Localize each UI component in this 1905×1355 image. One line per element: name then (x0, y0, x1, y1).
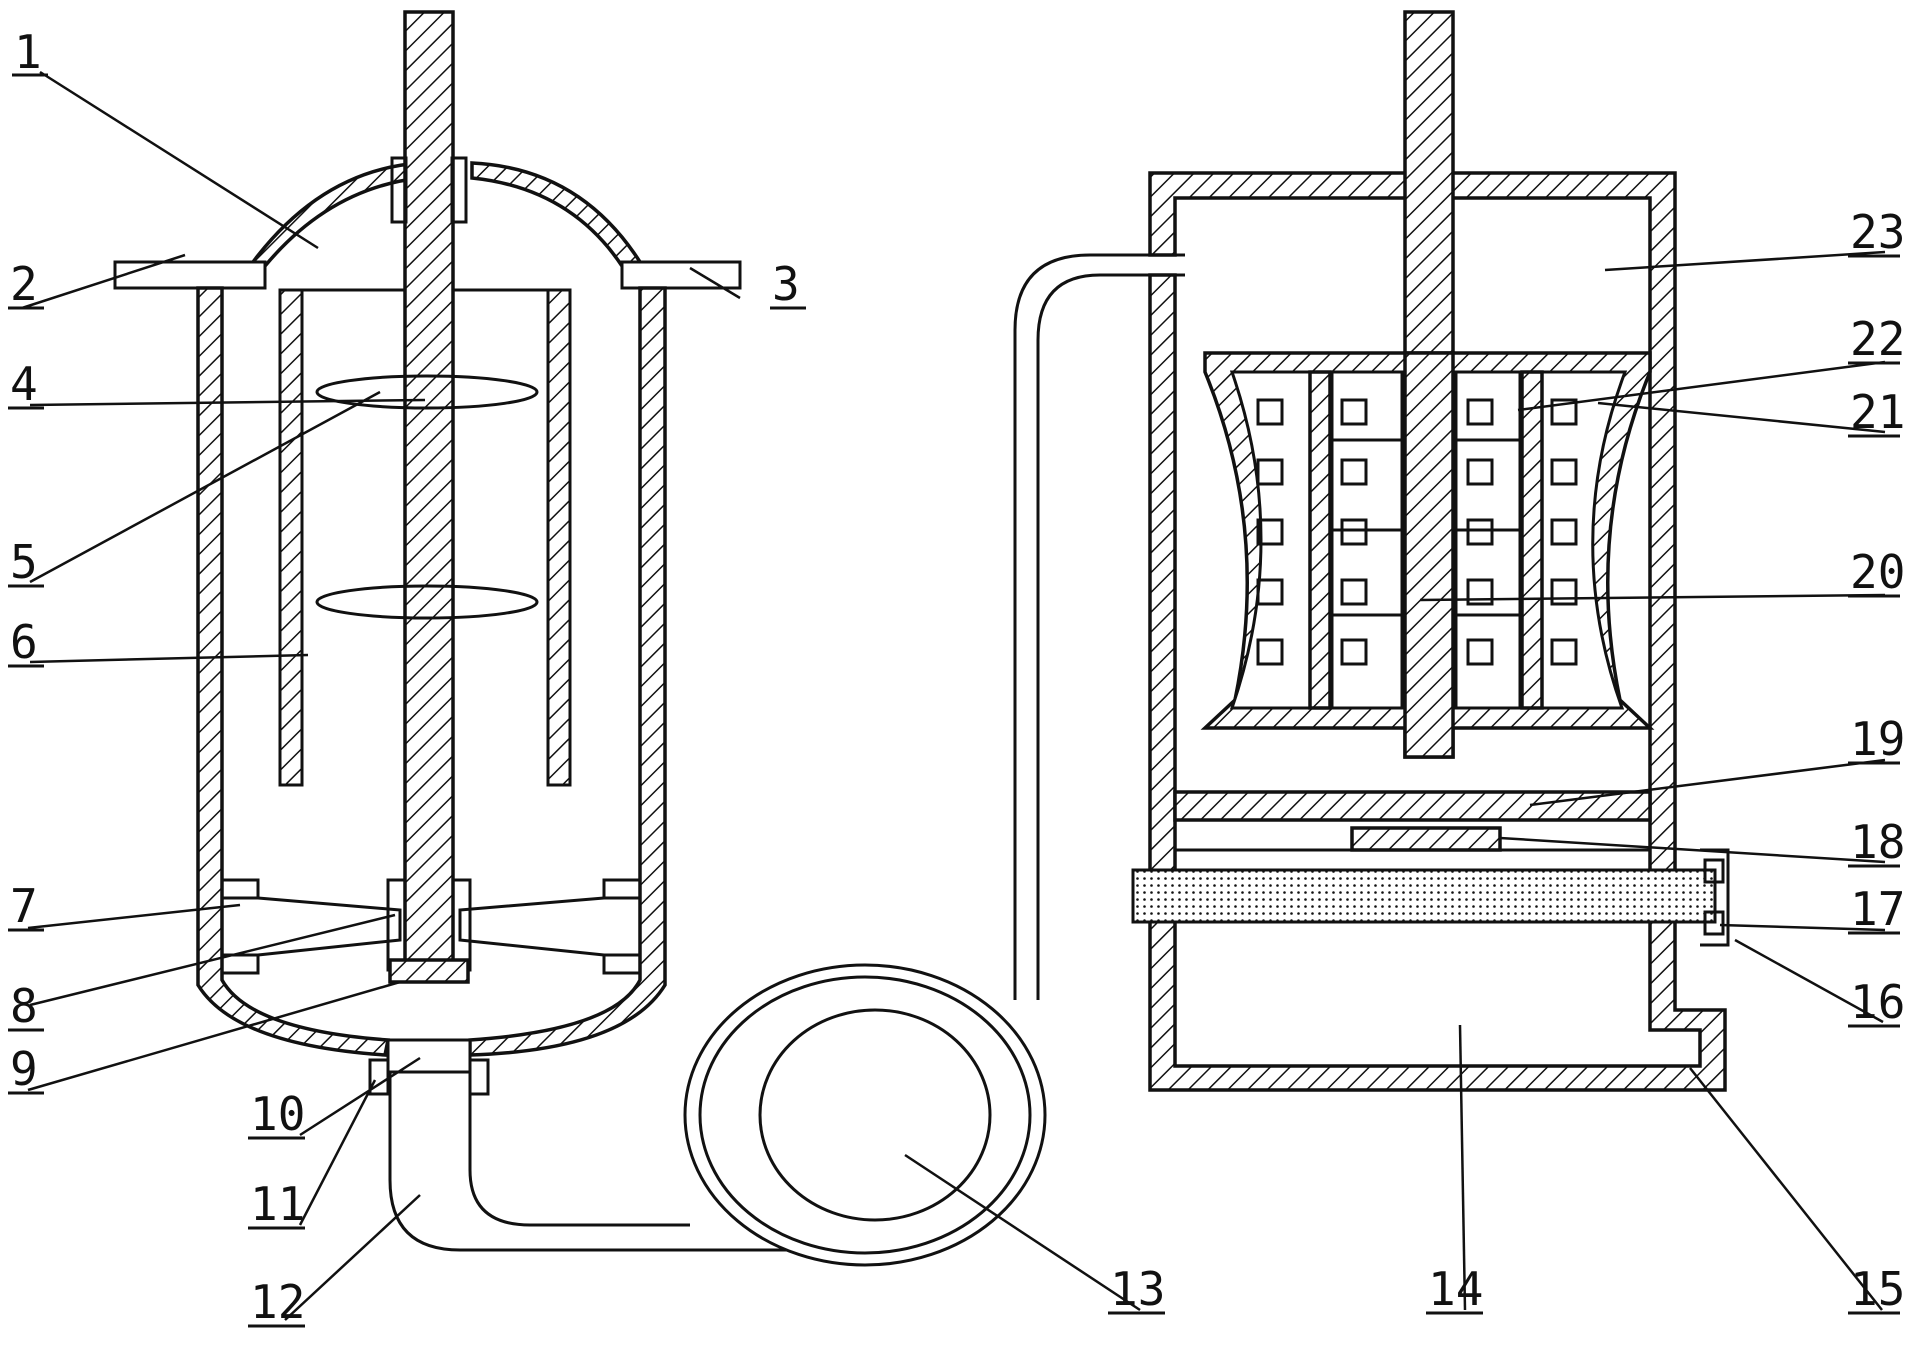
label-20: 20 (1850, 545, 1905, 599)
tank-wall (1148, 171, 1727, 1092)
label-10: 10 (250, 1087, 305, 1141)
filter-mesh (1131, 868, 1717, 924)
agitator-blade-lower (315, 584, 539, 620)
label-17: 17 (1850, 882, 1905, 936)
agitator-blade-upper (315, 374, 539, 410)
label-3: 3 (772, 257, 800, 311)
pump (683, 963, 1047, 1267)
left-vessel (113, 10, 742, 1096)
label-5: 5 (10, 535, 38, 589)
label-9: 9 (10, 1042, 38, 1096)
pump-impeller (758, 1008, 992, 1222)
label-4: 4 (10, 357, 38, 411)
label-19: 19 (1850, 712, 1905, 766)
label-underlines (8, 73, 1900, 1328)
label-23: 23 (1850, 205, 1905, 259)
separator-plate (1173, 790, 1652, 822)
label-2: 2 (10, 257, 38, 311)
label-14: 14 (1428, 1262, 1483, 1316)
label-15: 15 (1850, 1262, 1905, 1316)
outlet-flange-right (620, 260, 742, 290)
label-12: 12 (250, 1275, 305, 1329)
label-11: 11 (250, 1177, 305, 1231)
leader-lines (21, 70, 1886, 1321)
label-6: 6 (10, 615, 38, 669)
label-21: 21 (1850, 385, 1905, 439)
filter-screen-right (546, 288, 572, 787)
part-labels: 1 2 3 4 5 6 7 8 9 10 11 12 13 14 15 16 1… (10, 25, 1905, 1329)
inlet-flange-left (113, 260, 267, 290)
label-22: 22 (1850, 312, 1905, 366)
agitator-shaft (403, 10, 455, 982)
drum-windows (1256, 398, 1578, 666)
right-vessel (1131, 10, 1730, 1092)
filter-screen-left (278, 288, 304, 787)
label-13: 13 (1110, 1262, 1165, 1316)
dome-lid (246, 161, 422, 268)
label-16: 16 (1850, 975, 1905, 1029)
label-18: 18 (1850, 815, 1905, 869)
label-1: 1 (14, 25, 42, 79)
label-8: 8 (10, 979, 38, 1033)
label-7: 7 (10, 879, 38, 933)
